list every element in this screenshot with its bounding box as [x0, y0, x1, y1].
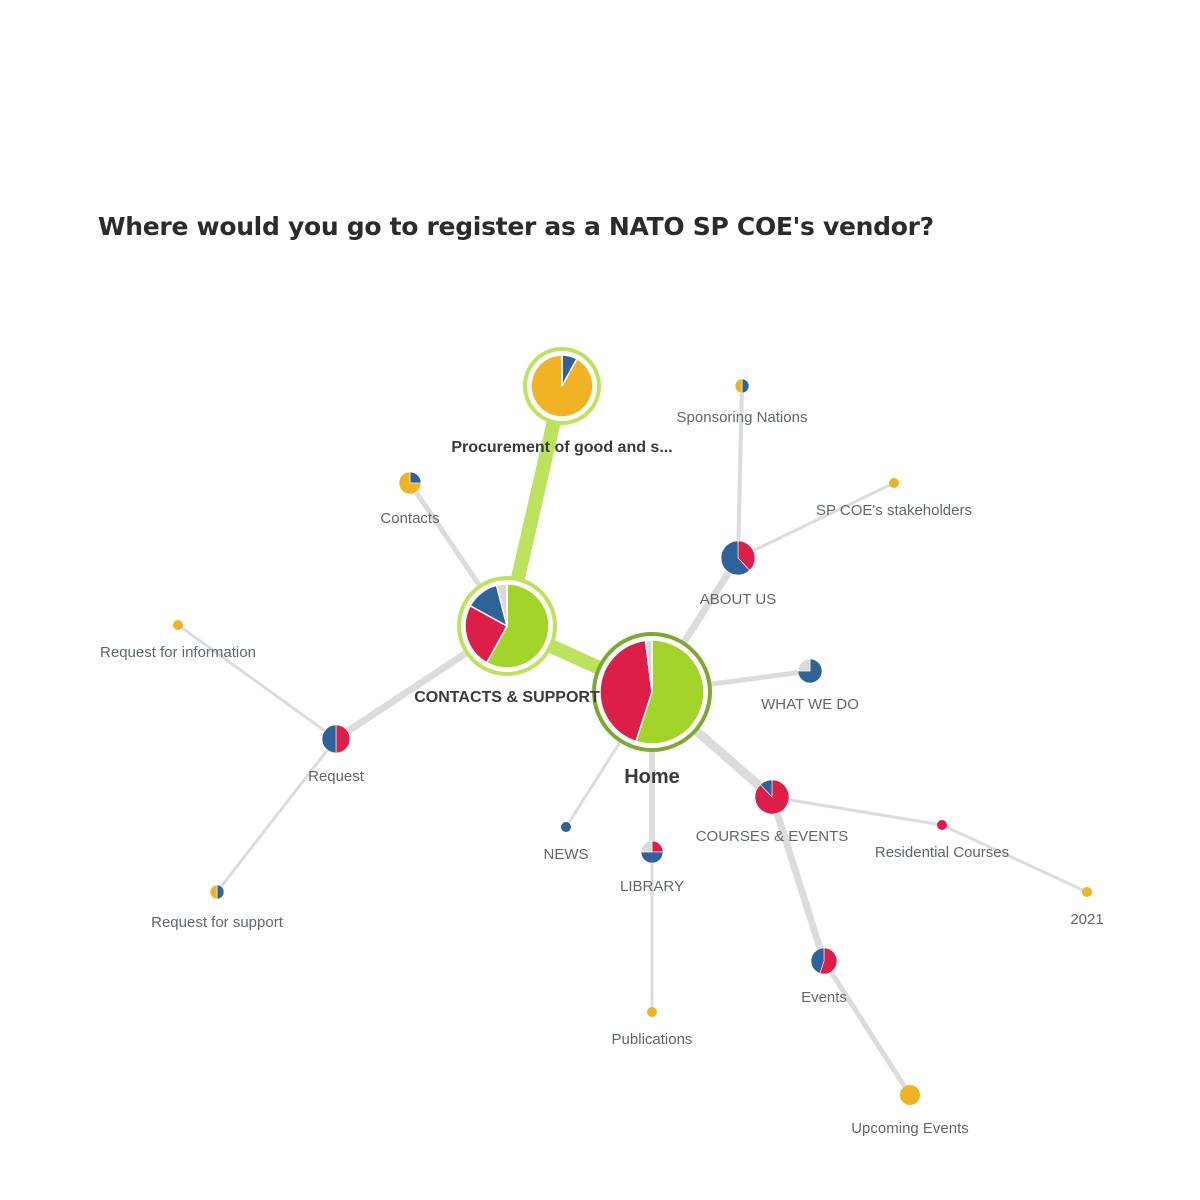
nodes-layer: [173, 347, 1092, 1105]
node-label-stakeholders: SP COE's stakeholders: [816, 502, 972, 519]
node-label-library: LIBRARY: [620, 878, 684, 895]
pie-slice-indirect: [734, 378, 743, 394]
node-publications[interactable]: [647, 1007, 657, 1017]
node-label-request_info: Request for information: [100, 644, 256, 661]
pie-slice-failure: [464, 604, 509, 664]
pie-slice-neutral: [797, 658, 811, 672]
pie-slice-indirect: [530, 354, 594, 418]
pie-slice-direct: [216, 884, 225, 900]
pie-slice-indirect: [398, 471, 422, 495]
link-residential-y2021: [941, 823, 1088, 894]
link-request-request_support: [215, 738, 338, 893]
node-label-contacts: Contacts: [380, 510, 439, 527]
node-label-courses_events: COURSES & EVENTS: [696, 828, 849, 845]
node-label-y2021: 2021: [1070, 911, 1103, 928]
pie-slice-direct: [741, 378, 750, 394]
link-courses_events-events: [768, 795, 828, 963]
node-y2021[interactable]: [1082, 887, 1092, 897]
pie-slice-indirect: [173, 620, 183, 630]
node-residential[interactable]: [937, 820, 947, 830]
pie-slice-indirect: [900, 1085, 920, 1105]
node-upcoming[interactable]: [900, 1085, 920, 1105]
node-request_info[interactable]: [173, 620, 183, 630]
pie-slice-direct: [797, 658, 823, 684]
link-request-request_info: [177, 623, 337, 741]
node-label-upcoming: Upcoming Events: [851, 1120, 969, 1137]
pie-slice-failure: [335, 724, 351, 754]
node-label-procurement: Procurement of good and s...: [451, 439, 672, 456]
node-label-request: Request: [308, 768, 365, 785]
node-request_support[interactable]: [209, 884, 225, 900]
pie-slice-failure: [599, 639, 653, 743]
node-courses_events[interactable]: [754, 779, 790, 815]
pie-slice-indirect: [889, 478, 899, 488]
pie-slice-indirect: [647, 1007, 657, 1017]
node-label-what_we_do: WHAT WE DO: [761, 696, 859, 713]
node-news[interactable]: [561, 822, 571, 832]
pie-slice-direct: [409, 471, 422, 484]
link-courses_events-residential: [771, 795, 943, 827]
pie-slice-direct: [640, 851, 664, 864]
pie-slice-success: [485, 583, 550, 669]
node-label-events: Events: [801, 989, 847, 1006]
pie-slice-neutral: [495, 583, 508, 627]
node-label-home: Home: [624, 766, 680, 788]
node-stakeholders[interactable]: [889, 478, 899, 488]
node-contacts_support[interactable]: [457, 576, 557, 676]
node-events[interactable]: [810, 947, 838, 975]
pie-slice-neutral: [640, 840, 653, 853]
node-library[interactable]: [640, 840, 664, 864]
node-procurement[interactable]: [523, 347, 601, 425]
pie-slice-direct: [321, 724, 337, 754]
pie-slice-direct: [720, 540, 751, 576]
node-label-publications: Publications: [612, 1031, 693, 1048]
pie-slice-indirect: [209, 884, 218, 900]
node-sponsoring_nations[interactable]: [734, 378, 750, 394]
node-about_us[interactable]: [720, 540, 756, 576]
node-label-contacts_support: CONTACTS & SUPPORT: [414, 689, 600, 706]
pie-slice-failure: [937, 820, 947, 830]
question-title: Where would you go to register as a NATO…: [98, 212, 934, 241]
node-label-about_us: ABOUT US: [700, 591, 776, 608]
pie-slice-indirect: [1082, 887, 1092, 897]
pie-slice-failure: [737, 540, 756, 571]
labels-layer: Home CONTACTS & SUPPORT Procurement of goo…: [100, 409, 1104, 1137]
node-contacts[interactable]: [398, 471, 422, 495]
pie-slice-direct: [759, 779, 773, 798]
node-label-request_support: Request for support: [151, 914, 284, 931]
node-what_we_do[interactable]: [797, 658, 823, 684]
pie-slice-direct: [810, 947, 825, 974]
node-label-sponsoring_nations: Sponsoring Nations: [677, 409, 808, 426]
link-about_us-sponsoring_nations: [736, 385, 744, 559]
node-home[interactable]: [592, 632, 712, 752]
link-about_us-stakeholders: [737, 481, 895, 560]
link-events-upcoming: [821, 959, 913, 1097]
pie-slice-success: [634, 639, 705, 745]
node-label-residential: Residential Courses: [875, 844, 1009, 861]
pie-slice-failure: [651, 840, 664, 853]
node-label-news: NEWS: [544, 846, 589, 863]
pie-slice-direct: [561, 822, 571, 832]
node-request[interactable]: [321, 724, 351, 754]
pie-slice-neutral: [644, 639, 653, 693]
